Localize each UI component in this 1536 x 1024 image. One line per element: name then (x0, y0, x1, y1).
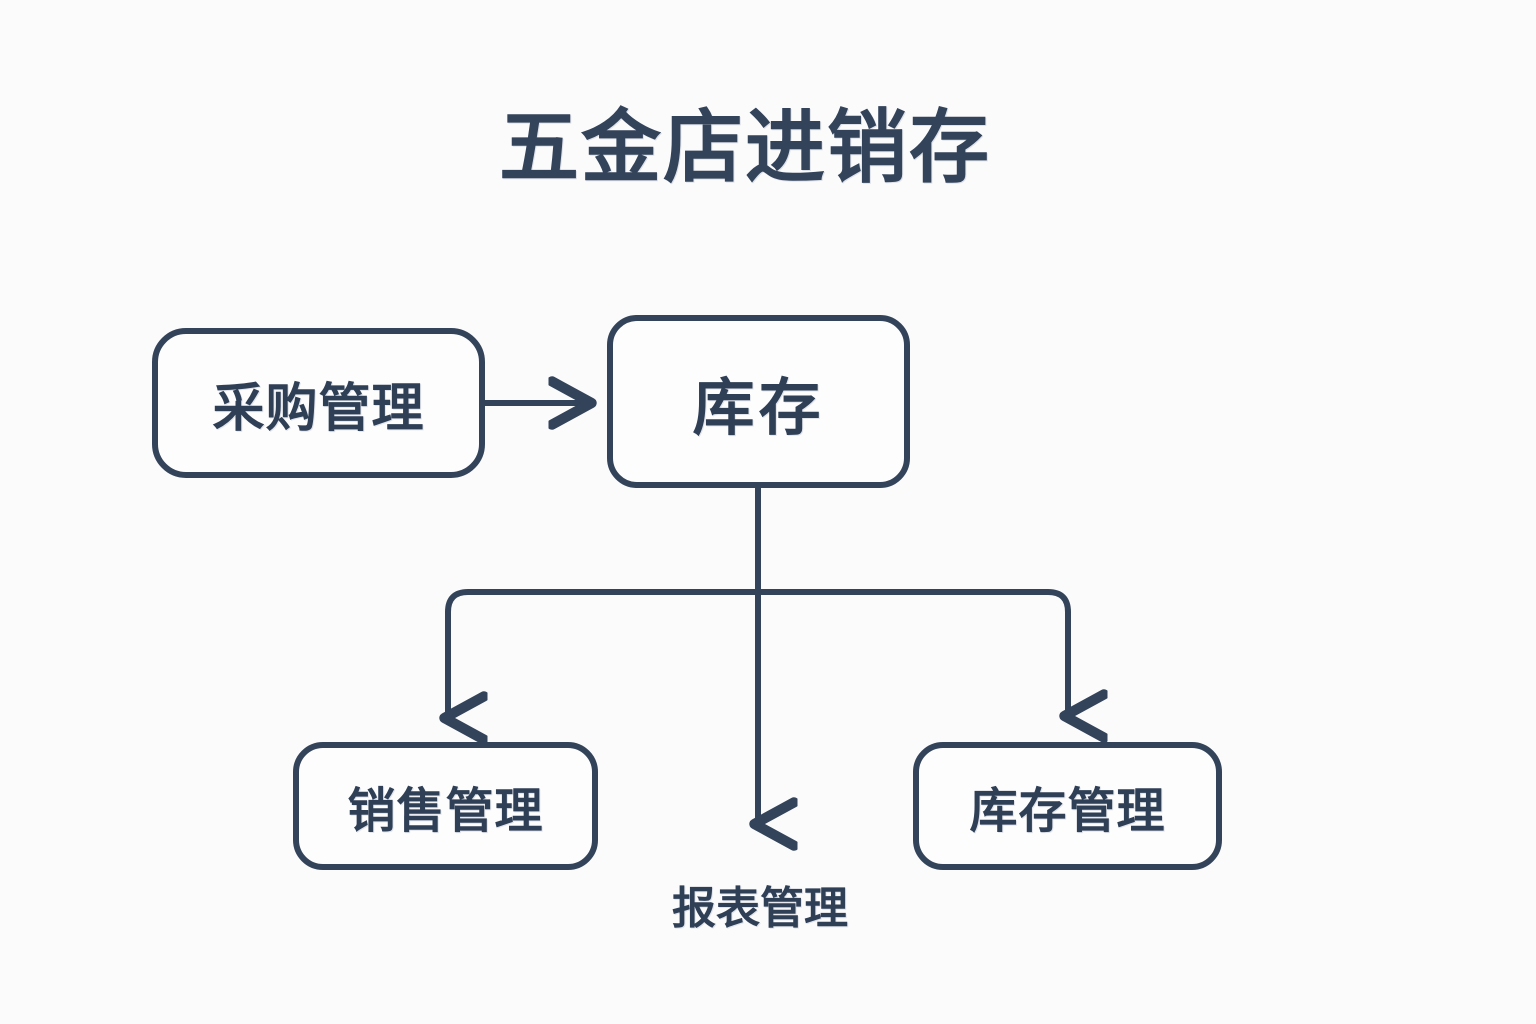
node-sales-management[interactable]: 销售管理 (293, 742, 598, 870)
node-inventory-management-label: 库存管理 (969, 783, 1166, 839)
node-stock[interactable]: 库存 (607, 315, 910, 488)
edge-stock-to-sales (448, 589, 758, 718)
node-stock-label: 库存 (692, 370, 825, 444)
page-title: 五金店进销存 (499, 101, 991, 194)
node-inventory-management[interactable]: 库存管理 (913, 742, 1222, 870)
node-report-management[interactable]: 报表管理 (672, 883, 848, 934)
node-purchase-management[interactable]: 采购管理 (152, 328, 485, 478)
edge-stock-to-inventory-mgmt (758, 589, 1068, 716)
node-sales-management-label: 销售管理 (347, 783, 544, 839)
node-purchase-management-label: 采购管理 (212, 378, 425, 439)
